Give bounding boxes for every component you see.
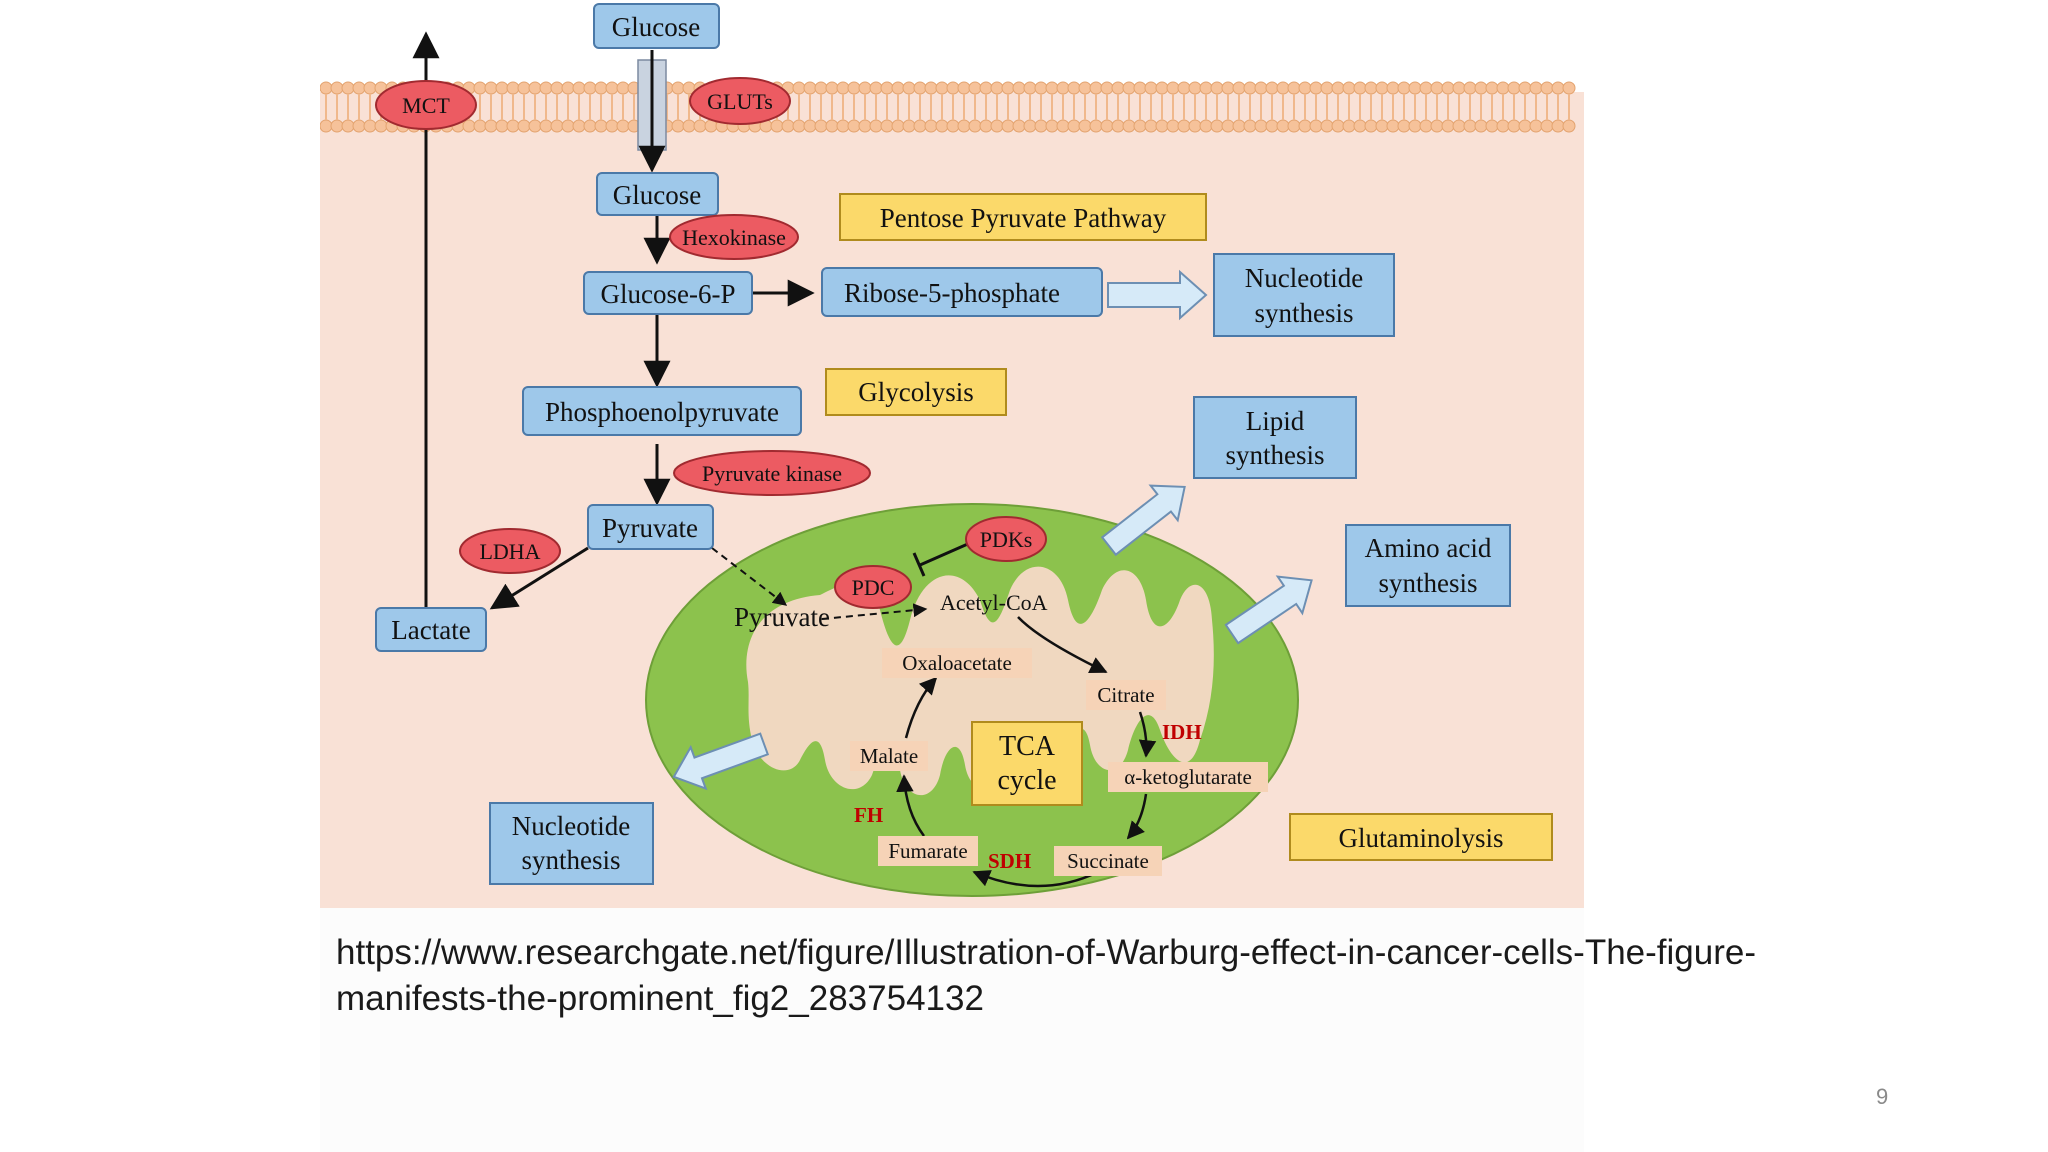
svg-text:Glucose-6-P: Glucose-6-P bbox=[601, 279, 736, 309]
svg-text:MCT: MCT bbox=[402, 93, 450, 118]
svg-text:Glucose: Glucose bbox=[613, 180, 701, 210]
metabolite-ribose-5-phosphate: Ribose-5-phosphate bbox=[821, 267, 1103, 317]
svg-text:Hexokinase: Hexokinase bbox=[682, 225, 786, 250]
acetyl-coa-label: Acetyl-CoA bbox=[940, 590, 1048, 615]
svg-text:Glycolysis: Glycolysis bbox=[858, 377, 974, 407]
svg-text:Glucose: Glucose bbox=[612, 12, 700, 42]
metabolite-glucose-6-phosphate: Glucose-6-P bbox=[583, 271, 753, 315]
enzyme-pdks: PDKs bbox=[965, 516, 1047, 562]
source-url[interactable]: https://www.researchgate.net/figure/Illu… bbox=[336, 933, 1756, 1018]
output-amino-acid-synthesis: Amino acid synthesis bbox=[1345, 524, 1511, 607]
svg-text:Pyruvate kinase: Pyruvate kinase bbox=[702, 461, 842, 486]
svg-text:Succinate: Succinate bbox=[1067, 849, 1149, 873]
tca-succinate: Succinate bbox=[1054, 846, 1162, 876]
svg-text:Malate: Malate bbox=[860, 744, 918, 768]
svg-text:Nucleotide: Nucleotide bbox=[512, 811, 630, 841]
metabolite-lactate: Lactate bbox=[375, 607, 487, 652]
output-nucleotide-synthesis-bottom: Nucleotide synthesis bbox=[489, 802, 654, 885]
mito-pyruvate-label: Pyruvate bbox=[734, 602, 830, 632]
output-lipid-synthesis: Lipid synthesis bbox=[1193, 396, 1357, 479]
pathway-label-ppp: Pentose Pyruvate Pathway bbox=[839, 193, 1207, 241]
output-nucleotide-synthesis-top: Nucleotide synthesis bbox=[1213, 253, 1395, 337]
svg-text:Fumarate: Fumarate bbox=[888, 839, 967, 863]
enzyme-fh-label: FH bbox=[854, 803, 883, 827]
svg-text:synthesis: synthesis bbox=[1254, 298, 1353, 328]
output-block-arrows bbox=[672, 269, 1313, 791]
tca-oxaloacetate: Oxaloacetate bbox=[882, 648, 1032, 678]
svg-text:Lipid: Lipid bbox=[1246, 406, 1305, 436]
enzyme-mct: MCT bbox=[375, 80, 477, 130]
svg-text:TCA: TCA bbox=[999, 731, 1056, 762]
enzyme-sdh-label: SDH bbox=[988, 849, 1031, 873]
pathway-arrows bbox=[412, 31, 1157, 888]
svg-text:PDC: PDC bbox=[852, 575, 895, 600]
metabolite-phosphoenolpyruvate: Phosphoenolpyruvate bbox=[522, 386, 802, 436]
tca-fumarate: Fumarate bbox=[878, 836, 978, 866]
metabolite-glucose-intracellular: Glucose bbox=[596, 172, 719, 216]
svg-text:synthesis: synthesis bbox=[521, 845, 620, 875]
enzyme-pdc: PDC bbox=[834, 565, 912, 609]
page-number: 9 bbox=[1876, 1084, 1889, 1109]
svg-text:Amino acid: Amino acid bbox=[1365, 533, 1492, 563]
svg-text:Ribose-5-phosphate: Ribose-5-phosphate bbox=[844, 278, 1060, 308]
mitochondrion bbox=[645, 503, 1299, 897]
enzyme-idh-label: IDH bbox=[1162, 720, 1202, 744]
svg-text:synthesis: synthesis bbox=[1378, 568, 1477, 598]
svg-text:cycle: cycle bbox=[997, 765, 1056, 796]
enzyme-ldha: LDHA bbox=[459, 528, 561, 574]
svg-text:Oxaloacetate: Oxaloacetate bbox=[902, 651, 1012, 675]
metabolite-glucose-extracellular: Glucose bbox=[593, 3, 720, 49]
svg-text:PDKs: PDKs bbox=[980, 527, 1033, 552]
mitochondrion-cristae bbox=[746, 566, 1214, 796]
svg-text:Lactate: Lactate bbox=[391, 615, 470, 645]
pathway-label-glutaminolysis: Glutaminolysis bbox=[1289, 813, 1553, 861]
svg-text:synthesis: synthesis bbox=[1225, 440, 1324, 470]
enzyme-pyruvate-kinase: Pyruvate kinase bbox=[673, 450, 871, 496]
svg-text:Phosphoenolpyruvate: Phosphoenolpyruvate bbox=[545, 397, 779, 427]
svg-text:Pentose Pyruvate Pathway: Pentose Pyruvate Pathway bbox=[880, 203, 1167, 233]
enzyme-hexokinase: Hexokinase bbox=[669, 214, 799, 260]
svg-text:Citrate: Citrate bbox=[1097, 683, 1154, 707]
pathway-label-glycolysis: Glycolysis bbox=[825, 368, 1007, 416]
svg-text:Pyruvate: Pyruvate bbox=[602, 513, 698, 543]
metabolite-pyruvate: Pyruvate bbox=[587, 504, 714, 550]
tca-center-box: TCA cycle bbox=[971, 721, 1083, 806]
warburg-effect-diagram: Glucose Glucose Glucose-6-P Ribose-5-pho… bbox=[320, 0, 1584, 908]
tca-citrate: Citrate bbox=[1086, 680, 1166, 710]
svg-text:α-ketoglutarate: α-ketoglutarate bbox=[1124, 765, 1252, 789]
tca-cycle: TCA cycle Oxaloacetate Citrate α-ketoglu… bbox=[850, 648, 1268, 876]
tca-malate: Malate bbox=[850, 741, 928, 771]
svg-text:LDHA: LDHA bbox=[479, 539, 540, 564]
enzyme-gluts: GLUTs bbox=[689, 77, 791, 125]
svg-text:Glutaminolysis: Glutaminolysis bbox=[1338, 823, 1503, 853]
svg-text:GLUTs: GLUTs bbox=[707, 89, 773, 114]
tca-alpha-ketoglutarate: α-ketoglutarate bbox=[1108, 762, 1268, 792]
svg-text:Nucleotide: Nucleotide bbox=[1245, 263, 1363, 293]
slide-footer-area bbox=[320, 908, 1584, 1152]
